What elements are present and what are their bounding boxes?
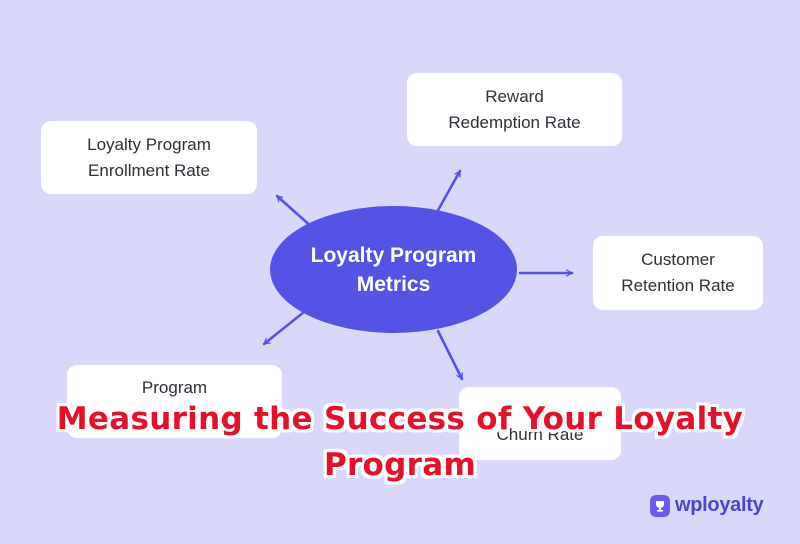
center-metrics-ellipse: Loyalty Program Metrics	[270, 206, 517, 333]
node-retention-line1: Customer	[641, 250, 715, 269]
node-churn-rate: Churn Rate	[459, 387, 621, 460]
center-line1: Loyalty Program	[310, 243, 477, 267]
wployalty-logo: wployalty	[650, 494, 764, 517]
node-program: Program	[67, 365, 282, 438]
node-program-line1: Program	[141, 378, 208, 397]
node-retention-line2: Retention Rate	[621, 276, 735, 295]
trophy-icon	[650, 494, 670, 517]
node-redemption-line1: Reward	[485, 86, 544, 106]
center-line2: Metrics	[356, 272, 431, 296]
arrow-to-enrollment	[275, 194, 315, 230]
overlay-title: Measuring the Success of Your Loyalty Pr…	[0, 396, 800, 488]
logo-text: wployalty	[675, 494, 764, 516]
node-enrollment-rate: Loyalty Program Enrollment Rate	[41, 121, 257, 194]
node-redemption-line2: Redemption Rate	[448, 112, 581, 132]
arrow-to-program	[262, 310, 306, 346]
node-churn-line2: Churn Rate	[496, 425, 584, 444]
overlay-title-line1: Measuring the Success of Your Loyalty	[56, 401, 744, 437]
arrow-to-redemption	[435, 169, 462, 214]
node-retention-rate: Customer Retention Rate	[593, 236, 763, 310]
node-enrollment-line1: Loyalty Program	[87, 134, 211, 154]
node-enrollment-line2: Enrollment Rate	[88, 160, 210, 180]
overlay-title-line2: Program	[323, 447, 477, 483]
node-redemption-rate: Reward Redemption Rate	[407, 73, 622, 146]
arrow-to-churn	[436, 329, 464, 381]
